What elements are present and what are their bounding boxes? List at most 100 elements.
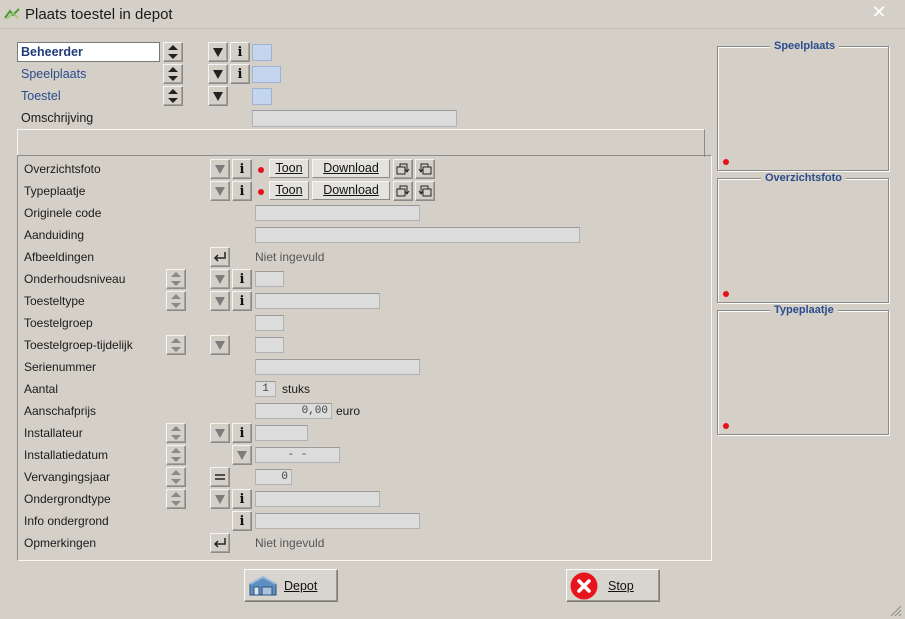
title-bar bbox=[0, 0, 905, 29]
ondergrondtype-info-icon[interactable]: i bbox=[232, 489, 252, 509]
onderhoudsniveau-stepper-icon[interactable] bbox=[166, 269, 186, 289]
row-label-vervangingsjaar: Vervangingsjaar bbox=[24, 470, 111, 484]
panel-typeplaatje-dot bbox=[723, 423, 729, 429]
installateur-stepper-icon[interactable] bbox=[166, 423, 186, 443]
row-label-installatiedatum: Installatiedatum bbox=[24, 448, 109, 462]
row-label-aanduiding: Aanduiding bbox=[24, 228, 85, 242]
installateur-field[interactable] bbox=[255, 425, 308, 441]
beheerder-value-field[interactable] bbox=[252, 44, 272, 61]
opmerkingen-status: Niet ingevuld bbox=[255, 536, 325, 550]
toestel-dropdown-icon[interactable] bbox=[208, 86, 228, 106]
onderhoudsniveau-field[interactable] bbox=[255, 271, 284, 287]
overzichtsfoto-rotate-right-icon[interactable] bbox=[393, 159, 413, 179]
toestelgroep-tijdelijk-stepper-icon[interactable] bbox=[166, 335, 186, 355]
row-label-installateur: Installateur bbox=[24, 426, 83, 440]
typeplaatje-status-dot bbox=[258, 189, 264, 195]
installatiedatum-dropdown-icon[interactable] bbox=[232, 445, 252, 465]
vervangingsjaar-equals-icon[interactable] bbox=[210, 467, 230, 487]
stop-button[interactable]: Stop bbox=[566, 569, 660, 602]
app-logo-icon bbox=[4, 8, 20, 20]
toestelgroep-field[interactable] bbox=[255, 315, 284, 331]
toesteltype-stepper-icon[interactable] bbox=[166, 291, 186, 311]
typeplaatje-dropdown-icon[interactable] bbox=[210, 181, 230, 201]
toesteltype-field[interactable] bbox=[255, 293, 380, 309]
omschrijving-label: Omschrijving bbox=[21, 111, 94, 125]
panel-overzichtsfoto bbox=[717, 178, 889, 303]
beheerder-dropdown-icon[interactable] bbox=[208, 42, 228, 62]
overzichtsfoto-download-button[interactable]: Download bbox=[312, 159, 390, 178]
toesteltype-dropdown-icon[interactable] bbox=[210, 291, 230, 311]
panel-overzichtsfoto-dot bbox=[723, 291, 729, 297]
window-title: Plaats toestel in depot bbox=[25, 6, 173, 23]
originele-code-field[interactable] bbox=[255, 205, 420, 221]
panel-speelplaats bbox=[717, 46, 889, 171]
vervangingsjaar-stepper-icon[interactable] bbox=[166, 467, 186, 487]
ondergrondtype-dropdown-icon[interactable] bbox=[210, 489, 230, 509]
detail-panel bbox=[17, 155, 712, 561]
resize-grip-icon[interactable] bbox=[888, 603, 902, 617]
aanschafprijs-unit: euro bbox=[336, 404, 361, 418]
row-label-typeplaatje: Typeplaatje bbox=[24, 184, 86, 198]
overzichtsfoto-info-icon[interactable]: i bbox=[232, 159, 252, 179]
tab-strip bbox=[17, 129, 705, 157]
opmerkingen-enter-icon[interactable] bbox=[210, 533, 230, 553]
serienummer-field[interactable] bbox=[255, 359, 420, 375]
speelplaats-stepper-icon[interactable] bbox=[163, 64, 183, 84]
omschrijving-field[interactable] bbox=[252, 110, 457, 127]
beheerder-stepper-icon[interactable] bbox=[163, 42, 183, 62]
installatiedatum-field[interactable]: - - bbox=[255, 447, 340, 463]
onderhoudsniveau-info-icon[interactable]: i bbox=[232, 269, 252, 289]
speelplaats-value-field[interactable] bbox=[252, 66, 281, 83]
vervangingsjaar-field[interactable]: 0 bbox=[255, 469, 292, 485]
stop-x-icon bbox=[570, 572, 598, 599]
aantal-field[interactable]: 1 bbox=[255, 381, 276, 397]
info-ondergrond-info-icon[interactable]: i bbox=[232, 511, 252, 531]
field-speelplaats-label: Speelplaats bbox=[21, 67, 87, 81]
panel-typeplaatje-title: Typeplaatje bbox=[770, 304, 838, 316]
row-label-ondergrondtype: Ondergrondtype bbox=[24, 492, 111, 506]
toestel-value-field[interactable] bbox=[252, 88, 272, 105]
panel-typeplaatje bbox=[717, 310, 889, 435]
speelplaats-dropdown-icon[interactable] bbox=[208, 64, 228, 84]
overzichtsfoto-rotate-left-icon[interactable] bbox=[415, 159, 435, 179]
overzichtsfoto-toon-button[interactable]: Toon bbox=[269, 159, 309, 178]
toesteltype-info-icon[interactable]: i bbox=[232, 291, 252, 311]
ondergrondtype-field[interactable] bbox=[255, 491, 380, 507]
row-label-originele-code: Originele code bbox=[24, 206, 102, 220]
row-label-opmerkingen: Opmerkingen bbox=[24, 536, 97, 550]
overzichtsfoto-status-dot bbox=[258, 167, 264, 173]
toestelgroep-tijdelijk-field[interactable] bbox=[255, 337, 284, 353]
warehouse-icon bbox=[249, 575, 277, 595]
row-label-aantal: Aantal bbox=[24, 382, 59, 396]
depot-button[interactable]: Depot bbox=[244, 569, 338, 602]
typeplaatje-info-icon[interactable]: i bbox=[232, 181, 252, 201]
installatiedatum-stepper-icon[interactable] bbox=[166, 445, 186, 465]
installateur-dropdown-icon[interactable] bbox=[210, 423, 230, 443]
row-label-toestelgroep: Toestelgroep bbox=[24, 316, 93, 330]
speelplaats-info-icon[interactable]: i bbox=[230, 64, 250, 84]
ondergrondtype-stepper-icon[interactable] bbox=[166, 489, 186, 509]
aanduiding-field[interactable] bbox=[255, 227, 580, 243]
afbeeldingen-enter-icon[interactable] bbox=[210, 247, 230, 267]
typeplaatje-rotate-right-icon[interactable] bbox=[393, 181, 413, 201]
toestelgroep-tijdelijk-dropdown-icon[interactable] bbox=[210, 335, 230, 355]
toestel-stepper-icon[interactable] bbox=[163, 86, 183, 106]
aanschafprijs-field[interactable]: 0,00 bbox=[255, 403, 332, 419]
row-label-aanschafprijs: Aanschafprijs bbox=[24, 404, 97, 418]
typeplaatje-download-button[interactable]: Download bbox=[312, 181, 390, 200]
overzichtsfoto-dropdown-icon[interactable] bbox=[210, 159, 230, 179]
row-label-toesteltype: Toesteltype bbox=[24, 294, 85, 308]
installateur-info-icon[interactable]: i bbox=[232, 423, 252, 443]
row-label-info-ondergrond: Info ondergrond bbox=[24, 514, 109, 528]
beheerder-info-icon[interactable]: i bbox=[230, 42, 250, 62]
info-ondergrond-field[interactable] bbox=[255, 513, 420, 529]
panel-speelplaats-title: Speelplaats bbox=[770, 40, 840, 52]
onderhoudsniveau-dropdown-icon[interactable] bbox=[210, 269, 230, 289]
field-beheerder-label[interactable]: Beheerder bbox=[17, 42, 160, 62]
row-label-serienummer: Serienummer bbox=[24, 360, 97, 374]
close-button[interactable]: ✕ bbox=[871, 2, 887, 22]
typeplaatje-rotate-left-icon[interactable] bbox=[415, 181, 435, 201]
aantal-unit: stuks bbox=[282, 382, 311, 396]
typeplaatje-toon-button[interactable]: Toon bbox=[269, 181, 309, 200]
field-toestel-label: Toestel bbox=[21, 89, 61, 103]
